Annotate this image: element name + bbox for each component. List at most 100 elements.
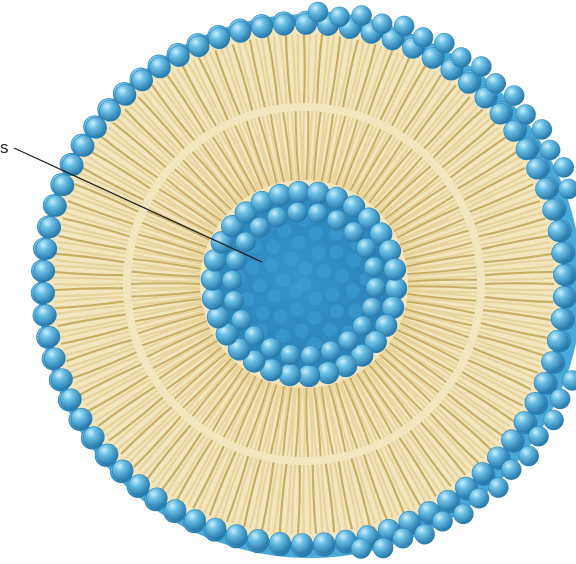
- lipid-head-sphere: [62, 155, 83, 176]
- core-texture: [347, 254, 361, 268]
- core-texture: [335, 269, 349, 283]
- lipid-head-sphere: [373, 538, 393, 558]
- lipid-head-sphere: [301, 346, 321, 366]
- lipid-head-sphere: [83, 427, 104, 448]
- lipid-head-sphere: [34, 261, 55, 282]
- lipid-tail: [304, 388, 305, 457]
- lipid-head-sphere: [393, 528, 413, 548]
- core-texture: [323, 323, 337, 337]
- lipid-head-sphere: [273, 14, 294, 35]
- lipid-head-sphere: [269, 532, 290, 553]
- core-texture: [317, 264, 331, 278]
- core-texture: [295, 324, 309, 338]
- lipid-head-sphere: [356, 238, 376, 258]
- lipid-head-sphere: [185, 510, 206, 531]
- lipid-head-sphere: [71, 408, 92, 429]
- lipid-head-sphere: [224, 291, 244, 311]
- lipid-head-sphere: [553, 264, 574, 285]
- lipid-head-sphere: [226, 525, 247, 546]
- lipid-head-sphere: [35, 305, 56, 326]
- lipid-tail: [304, 34, 305, 103]
- lipid-head-sphere: [548, 221, 569, 242]
- core-texture: [274, 310, 288, 324]
- lipid-head-sphere: [248, 529, 269, 550]
- lipid-head-sphere: [547, 330, 568, 351]
- lipid-head-sphere: [150, 57, 171, 78]
- lipid-head-sphere: [132, 70, 153, 91]
- lipid-tail: [54, 284, 123, 285]
- core-texture: [329, 245, 343, 259]
- core-texture: [348, 304, 362, 318]
- core-texture: [284, 252, 298, 266]
- lipid-head-sphere: [314, 533, 335, 554]
- lipid-head-sphere: [269, 184, 291, 206]
- lipid-head-sphere: [453, 504, 473, 524]
- lipid-head-sphere: [86, 117, 107, 138]
- lipid-head-sphere: [168, 46, 189, 67]
- lipid-head-sphere: [100, 100, 121, 121]
- lipid-head-sphere: [519, 446, 539, 466]
- lipid-head-sphere: [366, 278, 386, 298]
- lipid-head-sphere: [525, 392, 546, 413]
- lipid-head-sphere: [146, 488, 167, 509]
- core-texture: [298, 262, 312, 276]
- lipid-tail: [131, 283, 200, 284]
- lipid-head-sphere: [384, 258, 406, 280]
- core-texture: [308, 292, 322, 306]
- lipid-head-sphere: [201, 268, 223, 290]
- lipid-head-sphere: [472, 463, 493, 484]
- lipid-tail: [408, 284, 477, 285]
- lipid-head-sphere: [543, 199, 564, 220]
- lipid-head-sphere: [486, 73, 506, 93]
- core-texture: [253, 279, 267, 293]
- core-texture: [290, 302, 304, 316]
- lipid-head-sphere: [308, 203, 328, 223]
- core-texture: [276, 273, 290, 287]
- lipid-head-sphere: [501, 430, 522, 451]
- lipid-head-sphere: [36, 239, 57, 260]
- lipid-head-sphere: [535, 178, 556, 199]
- lipid-head-sphere: [516, 139, 537, 160]
- lipid-tail: [303, 111, 304, 180]
- lipid-head-sphere: [458, 72, 479, 93]
- lipid-head-sphere: [73, 136, 94, 157]
- lipid-head-sphere: [352, 6, 372, 26]
- lipid-head-sphere: [552, 242, 573, 263]
- lipid-head-sphere: [209, 28, 230, 49]
- lipid-tail: [303, 465, 304, 534]
- lipid-head-sphere: [53, 175, 74, 196]
- core-texture: [308, 311, 322, 325]
- lipid-head-sphere: [544, 410, 564, 430]
- lipid-head-sphere: [554, 157, 574, 177]
- core-texture: [267, 289, 281, 303]
- lipid-head-sphere: [527, 158, 548, 179]
- lipid-head-sphere: [338, 331, 358, 351]
- lipid-head-sphere: [550, 389, 570, 409]
- core-texture: [308, 227, 322, 241]
- lipid-head-sphere: [39, 326, 60, 347]
- lipid-head-sphere: [327, 210, 347, 230]
- lipid-head-sphere: [235, 232, 255, 252]
- lipid-head-sphere: [415, 524, 435, 544]
- core-texture: [292, 236, 306, 250]
- lipid-head-sphere: [202, 288, 224, 310]
- lipid-head-sphere: [115, 84, 136, 105]
- lipid-head-sphere: [97, 444, 118, 465]
- lipid-head-sphere: [542, 352, 563, 373]
- lipid-head-sphere: [534, 372, 555, 393]
- lipid-head-sphere: [298, 365, 320, 387]
- lipid-head-sphere: [504, 86, 524, 106]
- core-texture: [266, 240, 280, 254]
- lipid-head-sphere: [267, 207, 287, 227]
- core-texture: [330, 305, 344, 319]
- lipid-head-sphere: [45, 195, 66, 216]
- lipid-head-sphere: [250, 217, 270, 237]
- lipid-head-sphere: [385, 278, 407, 300]
- lipid-head-sphere: [471, 57, 491, 77]
- lipid-head-sphere: [529, 426, 549, 446]
- core-texture: [326, 287, 340, 301]
- lipid-head-sphere: [501, 460, 521, 480]
- lipid-head-sphere: [44, 348, 65, 369]
- lipid-head-sphere: [353, 316, 373, 336]
